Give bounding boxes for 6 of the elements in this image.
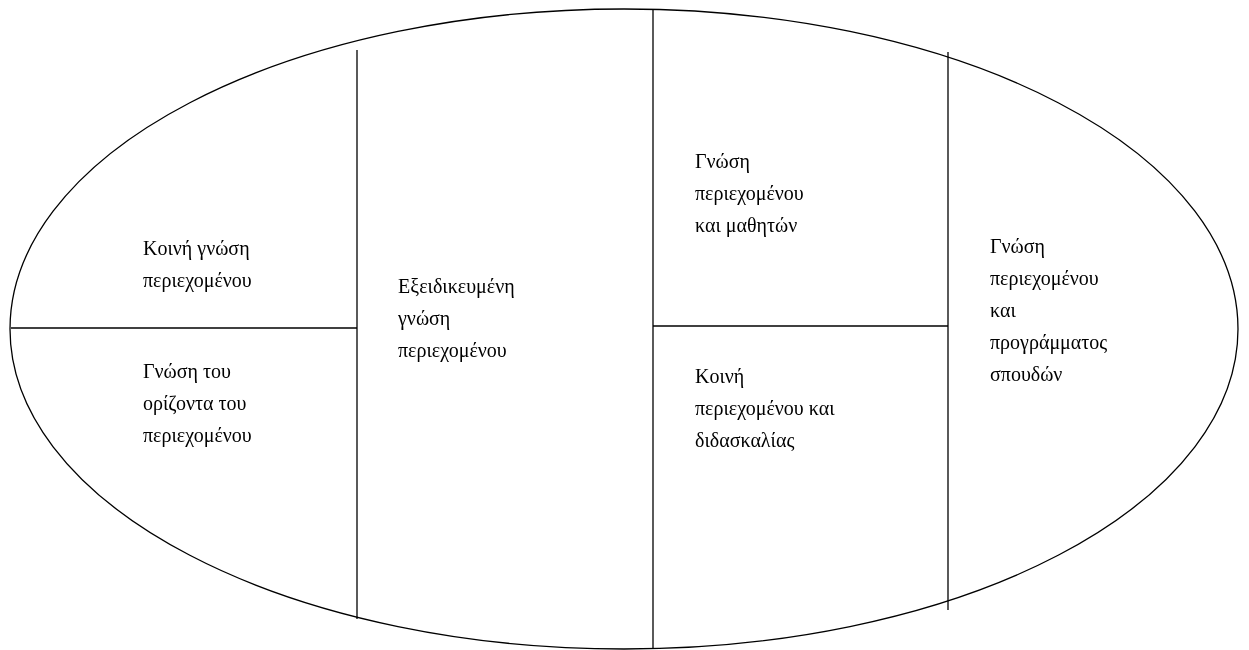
region-label: Γνώση περιεχομένου και προγράμματος σπουδών bbox=[990, 234, 1109, 387]
region-label: Κοινή γνώση περιεχομένου bbox=[143, 236, 253, 294]
region-label: Γνώση περιεχομένου και μαθητών bbox=[695, 149, 805, 239]
region-label: Εξειδικευμένη γνώση περιεχομένου bbox=[398, 274, 516, 364]
region-label: Κοινή περιεχομένου και διδασκαλίας bbox=[695, 364, 836, 453]
region-label: Γνώση του ορίζοντα του περιεχομένου bbox=[143, 359, 253, 449]
